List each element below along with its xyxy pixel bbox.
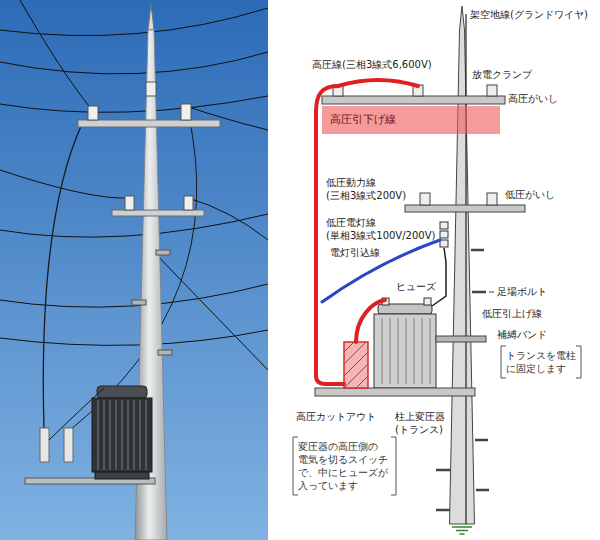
step-bolts [436,250,489,510]
insulator [487,193,497,205]
earth-symbol [452,527,472,534]
crossarm [322,96,505,104]
discharge-clamp-label: 放電クランプ [472,68,532,81]
wire [0,52,268,74]
step-bolt-label: 足場ボルト [497,285,547,298]
insulator [487,85,497,96]
fuse [440,240,448,247]
band-text: 高圧引下げ線 [330,113,396,127]
note-bracket [391,437,396,495]
wire [0,330,268,345]
drop-wire [70,112,197,430]
cutout [64,428,73,462]
leader-line [489,292,494,293]
insulator [125,196,134,210]
band [436,336,486,342]
insulator [181,104,191,120]
note-bracket [576,346,581,378]
insulator [146,82,156,96]
fuse [440,231,448,238]
wire [0,284,268,307]
pole [450,6,475,524]
pole-photo [0,0,268,540]
fuse-label: ヒューズ [396,280,436,293]
ground-wire [465,14,466,524]
wire [20,0,92,110]
drop-wire-band: 高圧引下げ線 [322,106,500,134]
wire [0,8,268,36]
cutout-hatch [344,342,368,388]
sky [0,0,268,540]
drop-wire [43,124,82,430]
transformer-ribs [382,318,430,384]
wire [49,388,104,440]
note-bracket [293,437,298,495]
crossarm [405,205,525,212]
fuse [440,222,448,229]
wire [0,214,268,237]
fitting [156,250,170,255]
riser-line-label: 低圧引上げ線 [482,307,542,320]
transformer [374,314,436,388]
wire [188,198,268,240]
cutout [344,342,368,388]
cutout-note: 変圧器の高圧側の 電気を切るスイッチ で、中にヒューズが 入っています [298,440,391,492]
fitting [158,350,172,355]
transformer-base [95,472,149,479]
lighting-line-label: 低圧電灯線 (単相3線式100V/200V) [326,216,435,242]
insulator [420,193,430,205]
insulator-label: 低圧がいし [505,188,555,201]
cutout [40,428,49,462]
power-line-label: 低圧動力線 (三相3線式200V) [326,176,406,202]
crossarm [78,120,220,127]
fitting [132,300,146,305]
service-drop [322,240,440,302]
insulator [184,196,193,210]
transformer-ribs [98,400,146,470]
transformer-cap [97,386,147,398]
band-note: トランスを電柱 に固定します [506,349,576,375]
insulator [88,106,98,120]
cutout-lead [356,300,385,342]
note-bracket [501,346,506,378]
cutout-label: 高圧カットアウト [296,410,376,423]
insulator-label: 高圧がいし [508,92,558,105]
transformer [92,398,152,472]
pole-tip [148,4,154,30]
bushing [424,298,431,305]
high-voltage-jumper [338,80,418,86]
riser-line [432,248,446,306]
high-voltage-line-label: 高圧線(三相3線式6,600V) [312,58,432,71]
service-drop-label: 電灯引込線 [330,246,380,259]
crossarm [112,210,204,216]
transformer-label: 柱上変圧器 (トランス) [395,410,445,436]
band-label: 補縛バンド [497,328,547,341]
ground-wire-label: 架空地線(グランドワイヤ) [470,8,588,21]
wire [0,96,268,112]
platform [315,388,475,396]
